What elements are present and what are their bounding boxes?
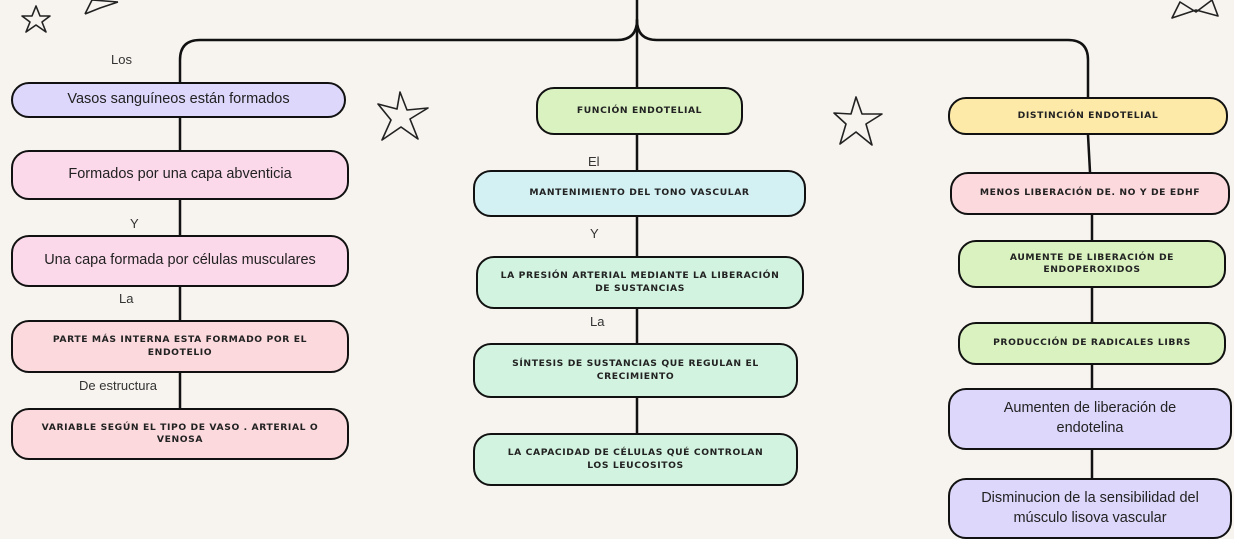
concept-node-capa-abventicia: Formados por una capa abventicia xyxy=(11,150,349,200)
star-icon xyxy=(833,96,883,146)
star-icon xyxy=(21,5,51,33)
concept-node-crecimiento: Síntesis de sustancias que regulan el cr… xyxy=(473,343,798,398)
concept-node-celulas-musculares: Una capa formada por células musculares xyxy=(11,235,349,287)
right-line xyxy=(1086,133,1094,480)
star-icon xyxy=(1171,0,1219,19)
star-icon xyxy=(84,0,119,15)
concept-node-radicales-libres: Producción de radicales librs xyxy=(958,322,1226,365)
branch-line xyxy=(635,18,1090,99)
concept-node-funcion-endotelial: Función endotelial xyxy=(536,87,743,135)
concept-node-distincion-endotelial: Distinción endotelial xyxy=(948,97,1228,135)
branch-line xyxy=(178,0,639,84)
concept-node-endotelio: Parte más interna esta formado por el en… xyxy=(11,320,349,373)
connector-label: De estructura xyxy=(79,378,158,393)
connector-label: Y xyxy=(590,226,599,241)
concept-node-endotelina: Aumenten de liberación de endotelina xyxy=(948,388,1232,450)
concept-node-tipo-de-vaso: Variable según el tipo de vaso . arteria… xyxy=(11,408,349,460)
concept-node-sensibilidad: Disminucion de la sensibilidad del múscu… xyxy=(948,478,1232,539)
star-icon xyxy=(377,91,429,141)
concept-node-vasos: Vasos sanguíneos están formados xyxy=(11,82,346,118)
concept-node-leucositos: La capacidad de células qué controlan lo… xyxy=(473,433,798,486)
connector-label: La xyxy=(590,314,605,329)
concept-node-tono-vascular: Mantenimiento del tono vascular xyxy=(473,170,806,217)
concept-node-presion-arterial: La presión arterial mediante la liberaci… xyxy=(476,256,804,309)
concept-node-liberacion-no: Menos liberación de. NO y de EDHF xyxy=(950,172,1230,215)
concept-node-endoperoxidos: Aumente de liberación de endoperoxidos xyxy=(958,240,1226,288)
connector-label: Y xyxy=(130,216,139,231)
connector-label: La xyxy=(119,291,134,306)
connector-label: El xyxy=(588,154,600,169)
connector-label: Los xyxy=(111,52,132,67)
